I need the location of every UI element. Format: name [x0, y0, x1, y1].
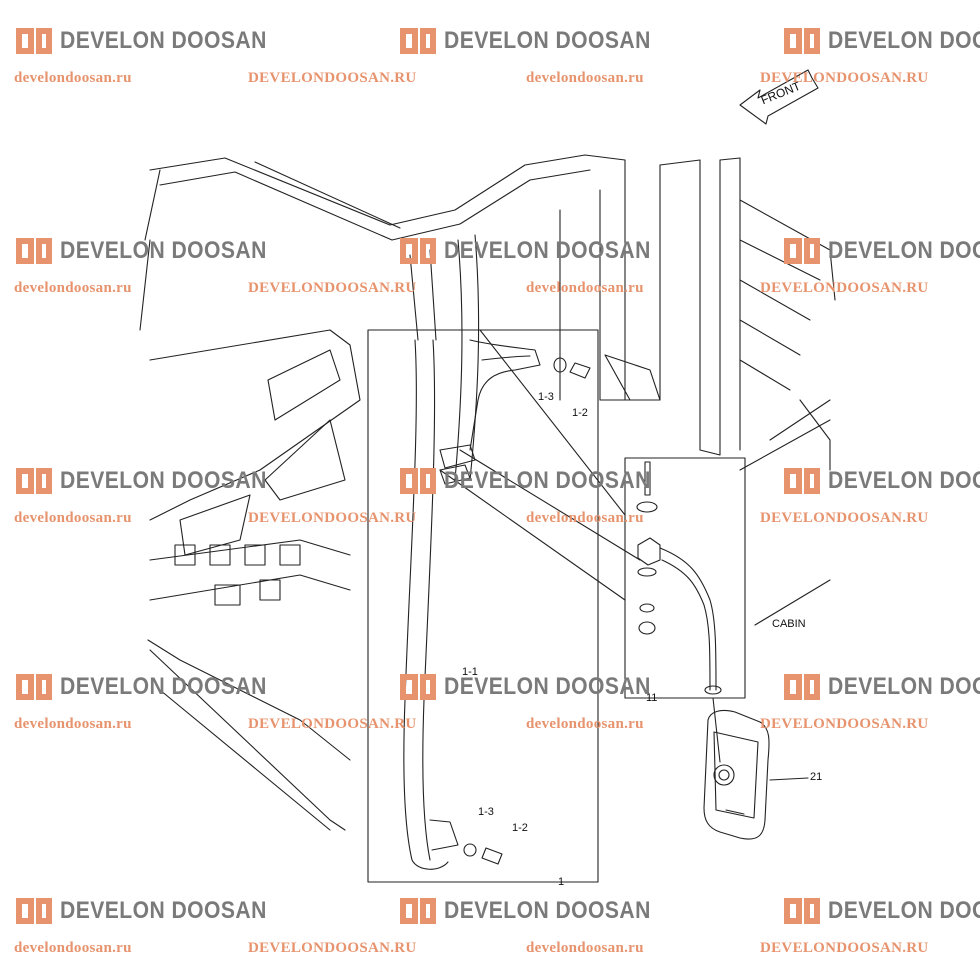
watermark-url: DEVELONDOOSAN.RU [248, 280, 417, 296]
part-label-1-1: 1-1 [462, 666, 478, 678]
watermark-url: develondoosan.ru [526, 510, 644, 526]
brand-name: DEVELON DOOSAN [60, 673, 267, 700]
brand-watermark: DEVELON DOOSAN [782, 236, 980, 266]
brand-logo-icon [784, 674, 820, 700]
watermark-url: DEVELONDOOSAN.RU [760, 70, 929, 86]
watermark-url: develondoosan.ru [14, 510, 132, 526]
brand-name: DEVELON DOOSAN [828, 673, 980, 700]
brand-name: DEVELON DOOSAN [60, 237, 267, 264]
watermark-url: DEVELONDOOSAN.RU [760, 510, 929, 526]
brand-logo-icon [784, 28, 820, 54]
brand-logo-icon [16, 468, 52, 494]
brand-name: DEVELON DOOSAN [444, 237, 651, 264]
brand-watermark: DEVELON DOOSAN [14, 236, 295, 266]
brand-watermark: DEVELON DOOSAN [782, 672, 980, 702]
brand-watermark: DEVELON DOOSAN [14, 896, 295, 926]
watermark-url: develondoosan.ru [14, 280, 132, 296]
brand-watermark: DEVELON DOOSAN [782, 26, 980, 56]
brand-logo-icon [784, 468, 820, 494]
watermark-url: DEVELONDOOSAN.RU [248, 940, 417, 956]
brand-name: DEVELON DOOSAN [60, 897, 267, 924]
watermark-url: develondoosan.ru [14, 940, 132, 956]
brand-logo-icon [16, 238, 52, 264]
part-label-1: 1 [558, 876, 565, 888]
part-label-1-2-upper: 1-2 [572, 407, 588, 419]
watermark-url: develondoosan.ru [526, 716, 644, 732]
cabin-label: CABIN [772, 618, 806, 630]
brand-name: DEVELON DOOSAN [828, 27, 980, 54]
part-label-1-2-lower: 1-2 [512, 822, 528, 834]
brand-watermark: DEVELON DOOSAN [14, 672, 295, 702]
part-label-21: 21 [810, 771, 823, 783]
watermark-url: develondoosan.ru [526, 70, 644, 86]
watermark-url: DEVELONDOOSAN.RU [248, 70, 417, 86]
part-label-1-3-lower: 1-3 [478, 806, 494, 818]
brand-name: DEVELON DOOSAN [60, 27, 267, 54]
brand-name: DEVELON DOOSAN [444, 27, 651, 54]
watermark-url: develondoosan.ru [526, 940, 644, 956]
brand-name: DEVELON DOOSAN [828, 467, 980, 494]
brand-name: DEVELON DOOSAN [444, 897, 651, 924]
brand-watermark: DEVELON DOOSAN [782, 896, 980, 926]
brand-name: DEVELON DOOSAN [60, 467, 267, 494]
brand-watermark: DEVELON DOOSAN [14, 466, 295, 496]
brand-watermark: DEVELON DOOSAN [398, 236, 679, 266]
brand-watermark: DEVELON DOOSAN [398, 896, 679, 926]
brand-logo-icon [400, 28, 436, 54]
brand-watermark: DEVELON DOOSAN [398, 672, 679, 702]
brand-logo-icon [784, 238, 820, 264]
watermark-url: DEVELONDOOSAN.RU [248, 510, 417, 526]
watermark-url: DEVELONDOOSAN.RU [248, 716, 417, 732]
brand-name: DEVELON DOOSAN [444, 467, 651, 494]
brand-name: DEVELON DOOSAN [828, 897, 980, 924]
watermark-url: DEVELONDOOSAN.RU [760, 716, 929, 732]
watermark-url: DEVELONDOOSAN.RU [760, 280, 929, 296]
brand-name: DEVELON DOOSAN [444, 673, 651, 700]
brand-watermark: DEVELON DOOSAN [782, 466, 980, 496]
brand-logo-icon [16, 674, 52, 700]
brand-logo-icon [784, 898, 820, 924]
brand-watermark: DEVELON DOOSAN [398, 466, 679, 496]
part-label-11: 11 [646, 692, 658, 704]
brand-logo-icon [16, 898, 52, 924]
brand-name: DEVELON DOOSAN [828, 237, 980, 264]
watermark-url: DEVELONDOOSAN.RU [760, 940, 929, 956]
brand-logo-icon [400, 468, 436, 494]
brand-watermark: DEVELON DOOSAN [398, 26, 679, 56]
part-label-1-3-upper: 1-3 [538, 391, 554, 403]
brand-logo-icon [400, 238, 436, 264]
watermark-url: develondoosan.ru [14, 70, 132, 86]
brand-logo-icon [400, 898, 436, 924]
brand-logo-icon [400, 674, 436, 700]
brand-logo-icon [16, 28, 52, 54]
watermark-url: develondoosan.ru [14, 716, 132, 732]
watermark-url: develondoosan.ru [526, 280, 644, 296]
brand-watermark: DEVELON DOOSAN [14, 26, 295, 56]
